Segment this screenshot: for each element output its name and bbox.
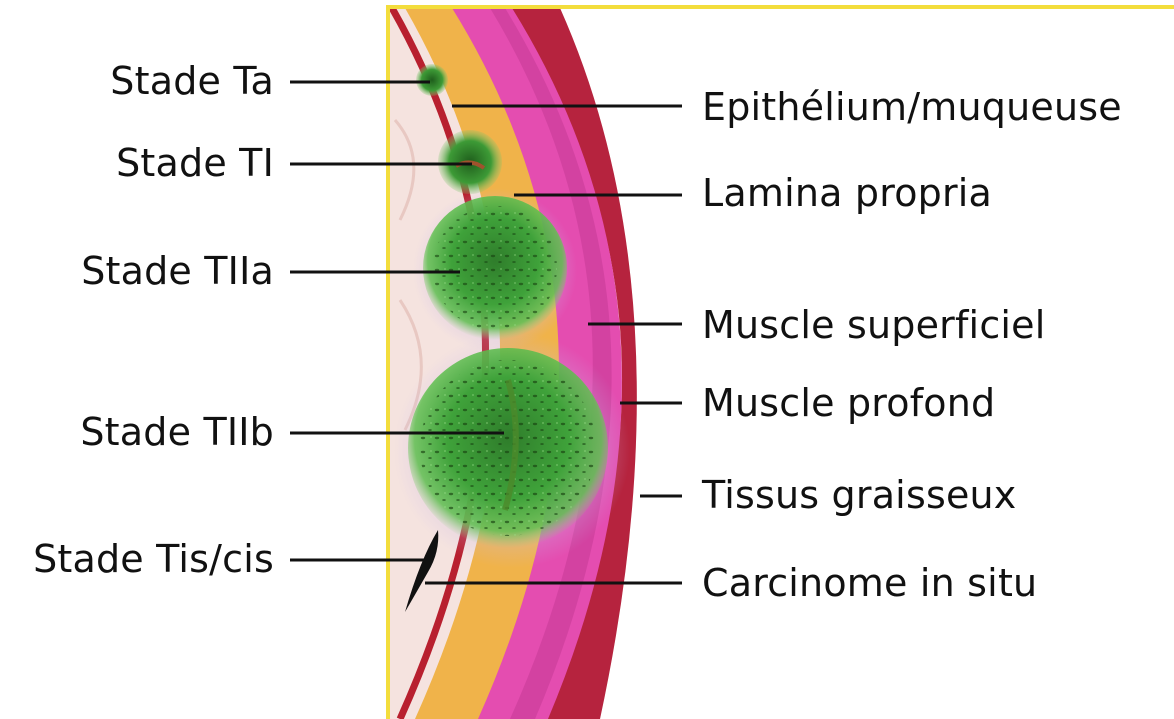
label-lamina-propria: Lamina propria <box>702 174 992 212</box>
label-stage-ta: Stade Ta <box>110 62 274 100</box>
label-stage-t2b: Stade TIIb <box>80 413 274 451</box>
tumor-ta <box>416 64 448 96</box>
label-stage-t2a: Stade TIIa <box>81 252 274 290</box>
label-fat-tissue: Tissus graisseux <box>702 476 1017 514</box>
label-stage-tis: Stade Tis/cis <box>33 540 274 578</box>
label-muscle-deep: Muscle profond <box>702 384 995 422</box>
tumor-t2a-texture <box>433 206 557 330</box>
label-epithelium: Epithélium/muqueuse <box>702 88 1122 126</box>
label-stage-t1: Stade TI <box>116 144 274 182</box>
label-carcinoma-in-situ: Carcinome in situ <box>702 564 1037 602</box>
label-muscle-superficial: Muscle superficiel <box>702 306 1046 344</box>
